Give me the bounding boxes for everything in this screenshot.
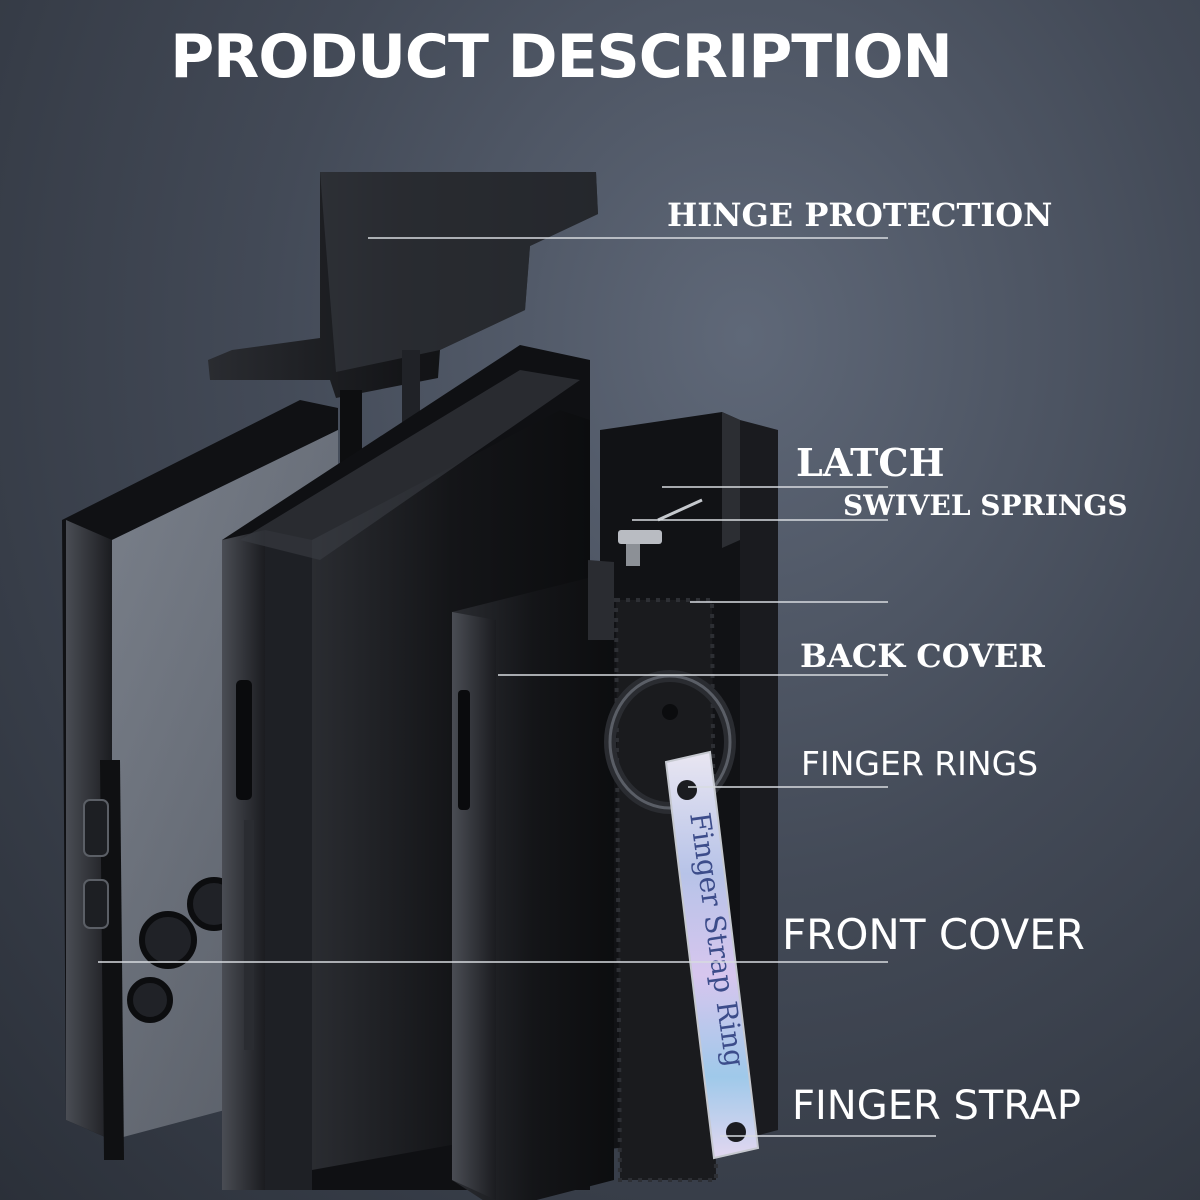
- label-finger-strap: FINGER STRAP: [792, 1083, 1081, 1129]
- swivel-springs-part: [618, 498, 703, 566]
- finger-ring-part: [604, 670, 736, 814]
- label-swivel-springs: SWIVEL SPRINGS: [843, 489, 1128, 522]
- finger-strap-part: [613, 598, 719, 1182]
- label-back-cover: BACK COVER: [800, 637, 1045, 675]
- page-title: PRODUCT DESCRIPTION: [170, 22, 953, 92]
- strap-ring-tag: [664, 750, 760, 1160]
- label-front-cover: FRONT COVER: [782, 910, 1085, 959]
- label-finger-rings: FINGER RINGS: [801, 744, 1039, 783]
- label-hinge-protection: HINGE PROTECTION: [667, 196, 1053, 234]
- label-latch: LATCH: [796, 440, 945, 485]
- back-cover-piece: [452, 560, 614, 1200]
